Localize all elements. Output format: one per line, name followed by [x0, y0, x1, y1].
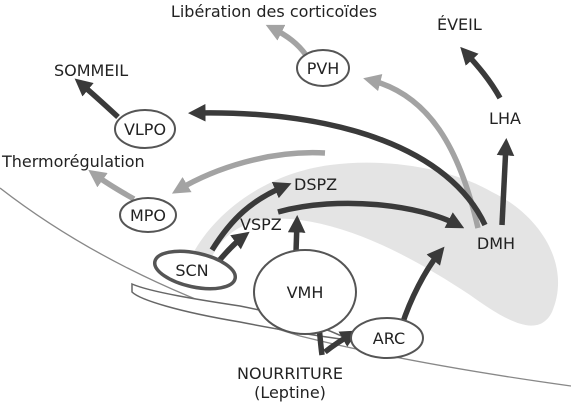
subparaventricular-band: [184, 162, 559, 326]
node-mpo: MPO: [119, 197, 177, 233]
arrow-mpo-thermo: [88, 169, 136, 202]
arrow-food-arc: [323, 330, 359, 355]
arrow-lha-eveil: [460, 46, 503, 100]
thermo-label: Thermorégulation: [1, 152, 145, 171]
node-arc: ARC: [350, 317, 424, 359]
arrow-arc-dmh: [399, 246, 445, 326]
vspz-label: VSPZ: [240, 215, 282, 234]
arrow-dmh-vlpo: [187, 103, 488, 227]
svg-text:VMH: VMH: [287, 283, 324, 302]
svg-text:ARC: ARC: [373, 329, 405, 348]
node-vmh: VMH: [253, 249, 357, 335]
svg-text:PVH: PVH: [307, 59, 340, 78]
arrow-pvh-liberation: [265, 24, 309, 57]
node-scn: SCN: [152, 249, 238, 291]
lha-label: LHA: [489, 109, 521, 128]
node-pvh: PVH: [296, 49, 350, 87]
arrow-vlpo-sommeil: [74, 78, 120, 120]
nourriture-label: NOURRITURE: [237, 364, 343, 383]
dmh-label: DMH: [477, 234, 515, 253]
svg-text:VLPO: VLPO: [124, 120, 166, 139]
svg-text:SCN: SCN: [175, 261, 208, 280]
svg-text:MPO: MPO: [130, 206, 166, 225]
leptine-label: (Leptine): [254, 383, 326, 402]
brain-outline: [0, 187, 571, 387]
arrow-band-mpo: [171, 149, 326, 194]
arrow-vmh-vspz: [287, 214, 306, 253]
dspz-label: DSPZ: [294, 175, 337, 194]
sommeil-label: SOMMEIL: [54, 61, 128, 80]
eveil-label: ÉVEIL: [437, 15, 482, 34]
arrow-scn-dspz: [209, 182, 292, 252]
liberation-label: Libération des corticoïdes: [171, 2, 377, 21]
node-vlpo: VLPO: [114, 109, 176, 149]
arrow-vspz-dmh: [277, 200, 465, 229]
arrow-dmh-lha: [496, 137, 515, 226]
